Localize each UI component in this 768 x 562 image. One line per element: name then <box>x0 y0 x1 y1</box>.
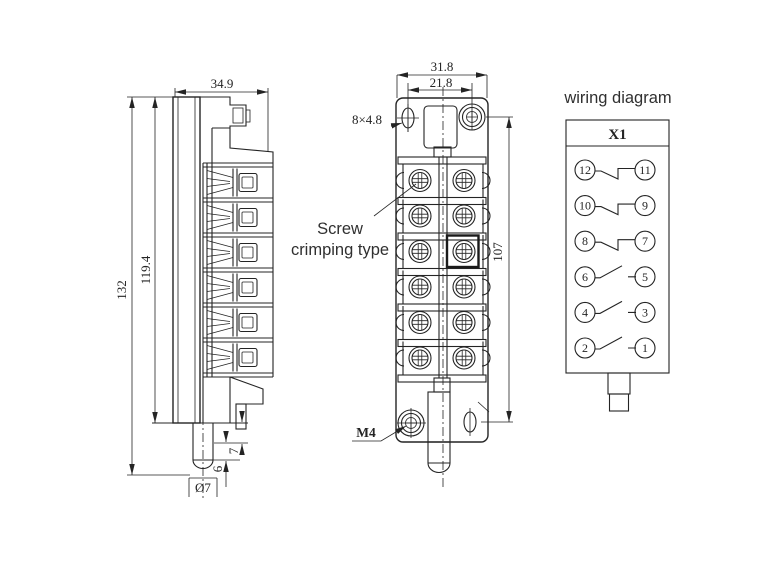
dim-side-width: 34.9 <box>211 76 234 91</box>
open-contact-symbol <box>594 300 637 314</box>
side-view: 34.9 132 119.4 7 6 Ø7 <box>114 76 274 500</box>
terminal-number: 11 <box>639 163 651 177</box>
terminal-number: 10 <box>579 199 591 213</box>
wiring-diagram-title: wiring diagram <box>563 89 671 107</box>
wiring-row: 2 1 <box>574 336 656 359</box>
screw-note-line1: Screw <box>317 220 363 238</box>
terminal-number: 4 <box>582 305 588 319</box>
dim-side-total-height: 132 <box>114 280 129 300</box>
terminal-number: 3 <box>642 305 648 319</box>
terminal-number: 8 <box>582 234 588 248</box>
front-view-body <box>395 87 490 487</box>
open-contact-symbol <box>594 265 637 279</box>
side-clamp-section <box>206 167 258 198</box>
wiring-pin <box>607 372 631 412</box>
wiring-row: 4 3 <box>574 300 656 323</box>
wiring-row: 8 7 <box>574 230 656 252</box>
dim-pin-step1: 7 <box>226 447 241 454</box>
closed-contact-symbol <box>594 203 636 216</box>
side-clamp-section <box>206 202 258 233</box>
dim-side-body-height: 119.4 <box>138 255 153 284</box>
terminal-number: 5 <box>642 270 648 284</box>
dim-slot-spec: 8×4.8 <box>352 112 382 127</box>
wiring-row: 12 11 <box>574 159 656 181</box>
screw-note-line2: crimping type <box>291 241 389 259</box>
dim-pin-diameter: Ø7 <box>195 480 211 495</box>
side-view-body <box>152 96 274 500</box>
dim-front-width: 31.8 <box>431 59 454 74</box>
dim-front-mount-height: 107 <box>490 242 505 262</box>
closed-contact-symbol <box>594 239 636 251</box>
side-view-dimensions: 34.9 132 119.4 7 6 Ø7 <box>114 76 269 497</box>
terminal-number: 1 <box>642 341 648 355</box>
side-clamp-section <box>206 342 258 373</box>
closed-contact-symbol <box>594 167 636 180</box>
mounting-slot-bottom-right <box>463 407 477 437</box>
side-clamp-section <box>206 272 258 303</box>
dim-screw-spec: M4 <box>356 425 376 440</box>
side-clamp-section <box>206 307 258 338</box>
dim-pin-step2: 6 <box>210 465 225 472</box>
wiring-row: 10 9 <box>574 195 656 217</box>
terminal-number: 9 <box>642 199 648 213</box>
front-view: 31.8 21.8 8×4.8 107 M4 Screw crimping ty… <box>291 59 513 487</box>
front-view-dimensions: 31.8 21.8 8×4.8 107 M4 Screw crimping ty… <box>291 59 513 442</box>
terminal-number: 2 <box>582 341 588 355</box>
side-clamp-section <box>206 237 258 268</box>
terminal-number: 7 <box>642 234 648 248</box>
dim-front-hole-span: 21.8 <box>430 75 453 90</box>
open-contact-symbol <box>594 336 637 350</box>
highlighted-terminal-cell <box>445 234 480 269</box>
wiring-row: 6 5 <box>574 265 656 288</box>
connector-id: X1 <box>608 127 626 143</box>
wiring-diagram-panel: wiring diagram X1 12 11 10 9 8 7 <box>563 89 672 412</box>
terminal-number: 12 <box>579 163 591 177</box>
terminal-number: 6 <box>582 270 588 284</box>
